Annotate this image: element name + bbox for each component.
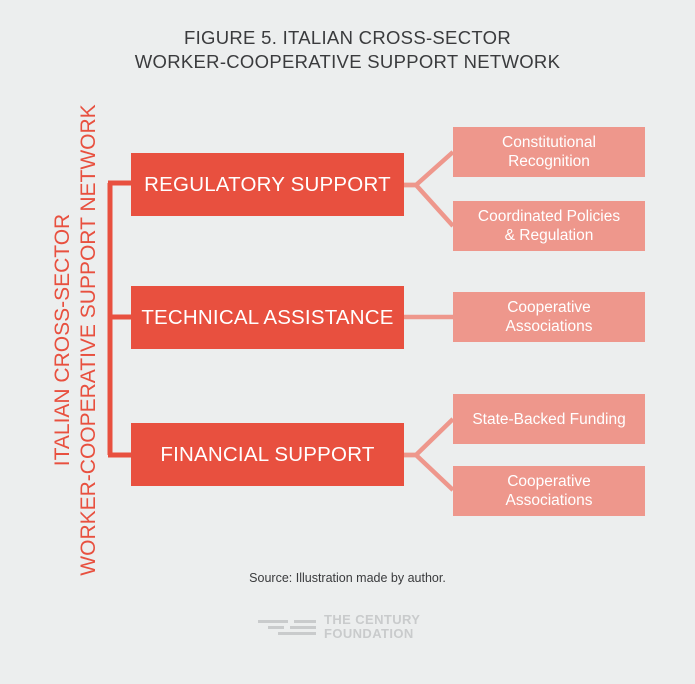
sub-technical-cooperative-associations: Cooperative Associations [453, 292, 645, 342]
category-label: REGULATORY SUPPORT [144, 172, 391, 196]
sub-line-1: Cooperative [507, 299, 591, 316]
sub-state-backed-funding: State-Backed Funding [453, 394, 645, 444]
category-regulatory-support: REGULATORY SUPPORT [131, 153, 404, 216]
figure-title-line-2: WORKER-COOPERATIVE SUPPORT NETWORK [134, 51, 561, 72]
sub-line-2: Associations [505, 318, 593, 335]
logo-line-1: THE CENTURY [324, 612, 421, 627]
category-technical-assistance: TECHNICAL ASSISTANCE [131, 286, 404, 349]
category-financial-support: FINANCIAL SUPPORT [131, 423, 404, 486]
connector-financial-funding [404, 417, 455, 458]
logo-wordmark: THE CENTURY FOUNDATION [324, 613, 420, 641]
century-foundation-logo: THE CENTURY FOUNDATION [258, 611, 420, 643]
connector-regulatory-constitutional [404, 150, 455, 188]
sub-constitutional-recognition: Constitutional Recognition [453, 127, 645, 177]
sub-coordinated-policies: Coordinated Policies & Regulation [453, 201, 645, 251]
connector-financial-associations [404, 452, 455, 492]
sub-line-1: State-Backed Funding [472, 410, 626, 428]
sub-line-2: Recognition [508, 153, 590, 170]
connector-regulatory-policies [404, 182, 455, 228]
source-note: Source: Illustration made by author. [249, 571, 446, 585]
sub-line-1: Coordinated Policies [477, 208, 621, 225]
century-foundation-mark-icon [258, 617, 316, 637]
figure-title: FIGURE 5. ITALIAN CROSS-SECTOR WORKER-CO… [0, 26, 695, 74]
sub-line-2: Associations [505, 492, 593, 509]
figure-title-line-1: FIGURE 5. ITALIAN CROSS-SECTOR [184, 27, 511, 48]
sub-financial-cooperative-associations: Cooperative Associations [453, 466, 645, 516]
sub-line-1: Cooperative [507, 473, 591, 490]
sub-line-2: & Regulation [504, 227, 594, 244]
sub-line-1: Constitutional [502, 134, 596, 151]
category-label: FINANCIAL SUPPORT [160, 442, 375, 466]
category-label: TECHNICAL ASSISTANCE [141, 305, 394, 329]
logo-line-2: FOUNDATION [324, 626, 414, 641]
